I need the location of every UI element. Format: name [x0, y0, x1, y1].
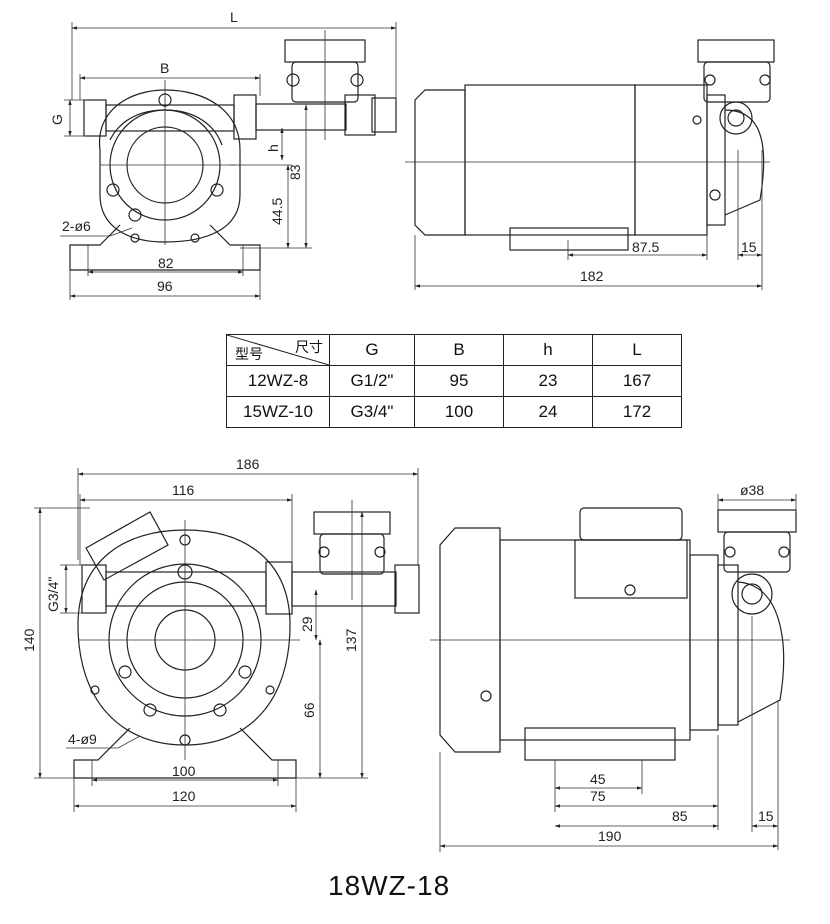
dim-15-bottom: 15 — [758, 808, 774, 824]
model-label: 18WZ-18 — [328, 870, 450, 901]
dim-g34: G3/4" — [45, 577, 61, 612]
dim-120: 120 — [172, 788, 196, 804]
header-b: B — [414, 334, 504, 366]
row-g: G3/4" — [329, 396, 415, 428]
row-b: 95 — [414, 365, 504, 397]
dim-140: 140 — [21, 628, 37, 652]
dim-82: 82 — [158, 255, 174, 271]
dim-holes-2-6: 2-ø6 — [62, 218, 91, 234]
dim-87-5: 87.5 — [632, 239, 659, 255]
bottom-left-pump-front-view: 186 116 G3/4" 140 29 137 66 4-ø9 100 — [21, 456, 420, 812]
dim-L: L — [230, 9, 238, 25]
row-l: 172 — [592, 396, 682, 428]
row-model: 12WZ-8 — [226, 365, 330, 397]
dim-186: 186 — [236, 456, 260, 472]
row-h: 23 — [503, 365, 593, 397]
dim-100: 100 — [172, 763, 196, 779]
corner-label-size: 尺寸 — [295, 339, 323, 355]
bottom-right-pump-side-view: ø38 45 75 85 15 190 — [430, 482, 797, 852]
dim-182: 182 — [580, 268, 604, 284]
top-left-pump-front-view: L B G h 83 44.5 2-ø6 82 96 — [49, 9, 397, 300]
spec-table-header-row: 尺寸 型号 G B h L — [226, 334, 682, 366]
spec-table: 尺寸 型号 G B h L 12WZ-8 G1/2" 95 23 167 15W… — [226, 334, 682, 428]
table-row: 12WZ-8 G1/2" 95 23 167 — [226, 365, 682, 397]
row-h: 24 — [503, 396, 593, 428]
dim-96: 96 — [157, 278, 173, 294]
spec-table-corner-cell: 尺寸 型号 — [226, 334, 330, 366]
row-l: 167 — [592, 365, 682, 397]
corner-diagonal — [227, 335, 329, 365]
dim-G: G — [49, 114, 65, 125]
dim-h: h — [265, 144, 281, 152]
dim-75: 75 — [590, 788, 606, 804]
dim-45: 45 — [590, 771, 606, 787]
header-g: G — [329, 334, 415, 366]
dim-holes-4-9: 4-ø9 — [68, 731, 97, 747]
top-right-pump-side-view: 87.5 15 182 — [405, 39, 775, 290]
dim-116: 116 — [172, 482, 195, 498]
row-b: 100 — [414, 396, 504, 428]
dim-44-5: 44.5 — [269, 198, 285, 225]
header-h: h — [503, 334, 593, 366]
dim-d38: ø38 — [740, 482, 764, 498]
dim-29: 29 — [299, 616, 315, 632]
dim-B: B — [160, 60, 169, 76]
corner-label-model: 型号 — [235, 346, 263, 362]
dim-83: 83 — [287, 164, 303, 180]
row-model: 15WZ-10 — [226, 396, 330, 428]
dim-137: 137 — [343, 628, 359, 652]
dim-15-top: 15 — [741, 239, 757, 255]
dim-190: 190 — [598, 828, 622, 844]
dim-85: 85 — [672, 808, 688, 824]
dim-66: 66 — [301, 702, 317, 718]
table-row: 15WZ-10 G3/4" 100 24 172 — [226, 396, 682, 428]
header-l: L — [592, 334, 682, 366]
row-g: G1/2" — [329, 365, 415, 397]
